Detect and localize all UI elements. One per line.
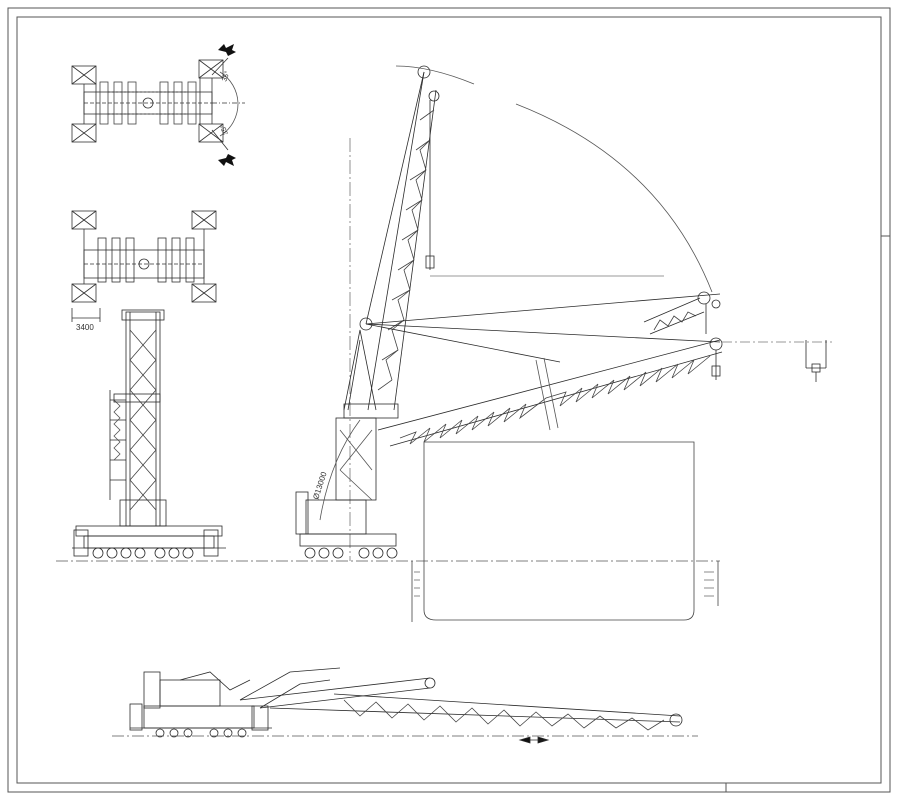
crane-side-elevation (295, 65, 832, 561)
outrigger-pad (71, 59, 224, 143)
angle-label-top: 35° (220, 70, 231, 83)
crane-front-elevation (72, 309, 226, 559)
barge-outline (411, 441, 719, 622)
dimension-outrigger: 3400 (76, 323, 94, 332)
boom-laydown-view (112, 667, 698, 744)
crawler-rollers (92, 547, 194, 559)
dimension-slewing: Ø13000 (311, 470, 329, 500)
sheet-frame (7, 7, 891, 793)
angle-label-bottom: 35° (219, 123, 230, 136)
outrigger-plan-extended (71, 210, 217, 322)
outrigger-plan-view (71, 44, 245, 166)
